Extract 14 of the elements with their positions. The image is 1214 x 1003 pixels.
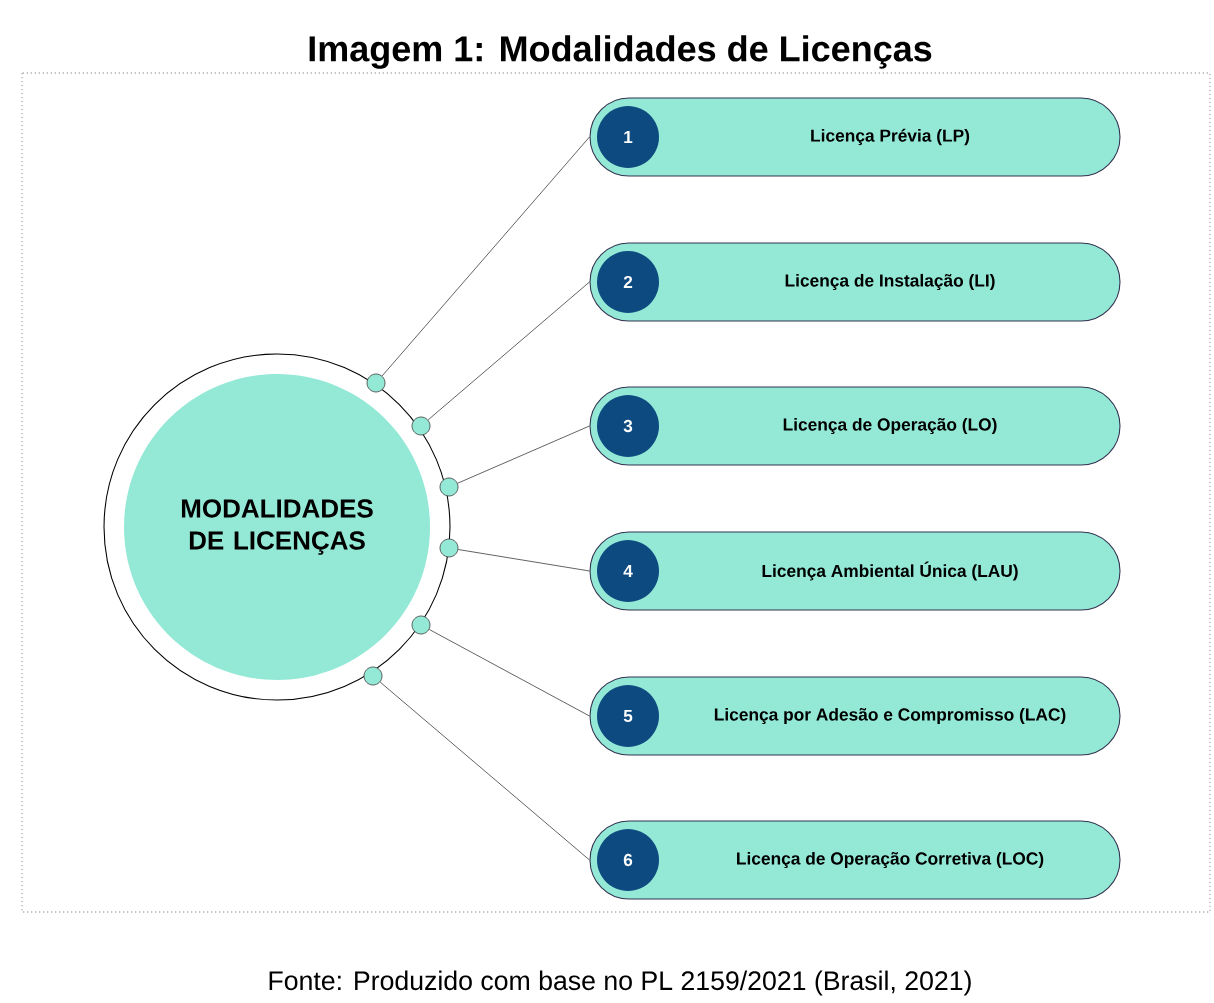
connector-line (457, 425, 590, 484)
connector-dot (439, 477, 459, 497)
connector-dot (411, 416, 431, 436)
connector-dot (411, 615, 431, 635)
title: Imagem 1: Modalidades de Licenças (309, 35, 932, 69)
connector-dot (366, 373, 386, 393)
caption: Fonte: Produzido com base no PL 2159/2021 (Brasil, 2021) (269, 970, 971, 996)
connector-line (381, 136, 590, 377)
connector-dot (439, 538, 459, 558)
connector-line (428, 629, 590, 717)
connector-dot (363, 666, 383, 686)
connector-line (427, 281, 590, 421)
connector-line (457, 549, 590, 572)
connector-line (379, 681, 590, 861)
